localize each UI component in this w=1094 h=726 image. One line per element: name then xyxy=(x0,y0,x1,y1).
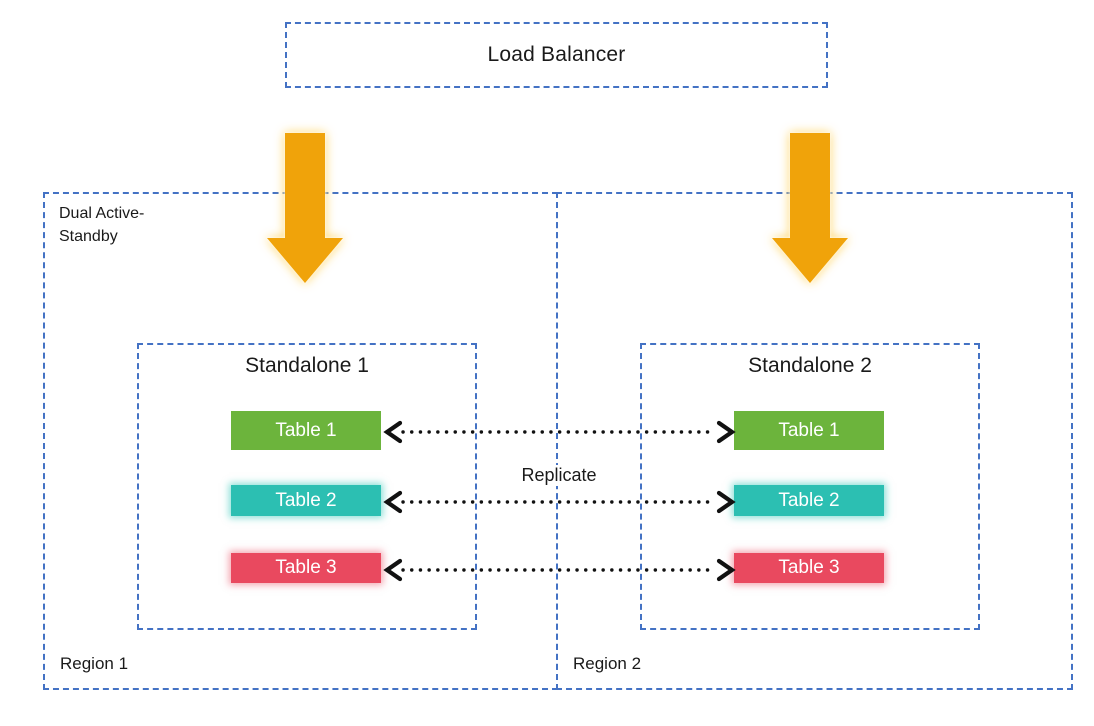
replicate-label: Replicate xyxy=(517,465,601,486)
region-1-label: Region 1 xyxy=(60,654,129,673)
table-2-chip: Table 2 xyxy=(231,485,381,516)
table-1-chip: Table 1 xyxy=(734,411,884,450)
standalone-2-title: Standalone 2 xyxy=(748,354,872,377)
standalone-1-box: Standalone 1 Table 1 Table 2 Table 3 xyxy=(137,343,477,630)
table-3-chip: Table 3 xyxy=(231,553,381,583)
standalone-1-title: Standalone 1 xyxy=(245,354,369,377)
table-3-chip: Table 3 xyxy=(734,553,884,583)
load-balancer-label: Load Balancer xyxy=(487,43,626,66)
load-balancer-box: Load Balancer xyxy=(285,22,828,88)
region-2-box: Standalone 2 Table 1 Table 2 Table 3 Reg… xyxy=(556,192,1073,690)
region-2-label: Region 2 xyxy=(573,654,642,673)
standalone-2-box: Standalone 2 Table 1 Table 2 Table 3 xyxy=(640,343,980,630)
table-2-chip: Table 2 xyxy=(734,485,884,516)
table-1-chip: Table 1 xyxy=(231,411,381,450)
region-1-box: Dual Active-Standby Standalone 1 Table 1… xyxy=(43,192,558,690)
deployment-mode-label: Dual Active-Standby xyxy=(59,205,145,246)
